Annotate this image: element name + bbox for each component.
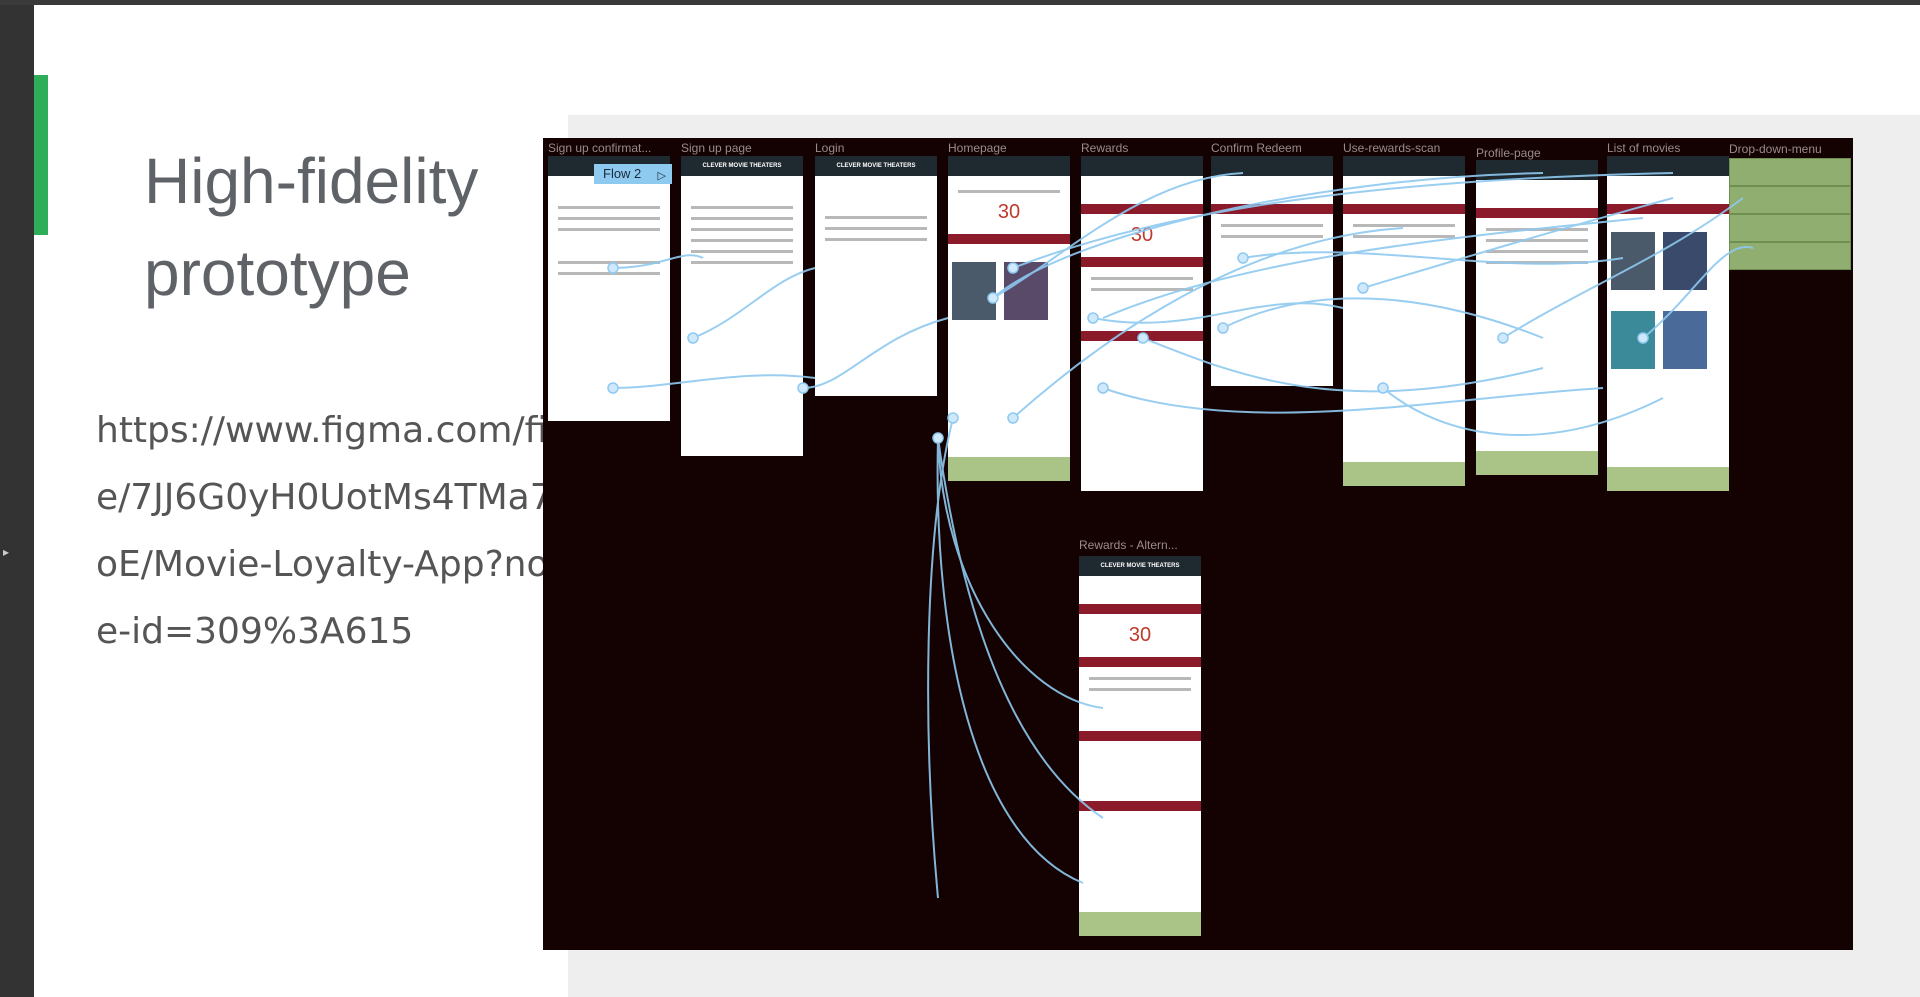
expand-arrow-icon[interactable]: ▸ (3, 545, 10, 559)
dropdown-item (1729, 158, 1851, 186)
screen-login: CLEVER MOVIE THEATERS (815, 156, 937, 396)
flow-tag-label: Flow 2 (603, 166, 642, 181)
accent-bar (34, 75, 48, 235)
screen-header (948, 156, 1070, 176)
screen-use-rewards (1343, 156, 1465, 486)
screen-header (1607, 156, 1729, 176)
figma-prototype-canvas: Sign up confirmat... Sign up page Login … (543, 138, 1853, 950)
screen-header: CLEVER MOVIE THEATERS (1079, 556, 1201, 576)
frame-label-confirm-redeem: Confirm Redeem (1211, 141, 1302, 155)
screen-header: CLEVER MOVIE THEATERS (681, 156, 803, 176)
screen-rewards-alt: CLEVER MOVIE THEATERS 30 (1079, 556, 1201, 936)
figma-link[interactable]: https://www.figma.com/file/7JJ6G0yH0UotM… (96, 410, 576, 652)
slide-title: High-fidelity prototype (144, 145, 479, 309)
frame-label-list-movies: List of movies (1607, 141, 1681, 155)
screen-signup-confirm (548, 156, 670, 421)
play-icon: ▷ (657, 170, 666, 182)
frame-label-signup-confirm: Sign up confirmat... (548, 141, 652, 155)
screen-signup: CLEVER MOVIE THEATERS (681, 156, 803, 456)
dropdown-item (1729, 186, 1851, 214)
frame-label-dropdown: Drop-down-menu (1729, 142, 1822, 156)
window-top-bar (0, 0, 1920, 5)
screen-header (1343, 156, 1465, 176)
screen-homepage: 30 (948, 156, 1070, 481)
frame-label-use-rewards: Use-rewards-scan (1343, 141, 1441, 155)
frame-label-homepage: Homepage (948, 141, 1007, 155)
frame-label-login: Login (815, 141, 845, 155)
flow-start-tag[interactable]: Flow 2 ▷ (594, 164, 672, 184)
screen-list-movies (1607, 156, 1729, 491)
dropdown-item (1729, 214, 1851, 242)
screen-header (1211, 156, 1333, 176)
frame-label-signup: Sign up page (681, 141, 752, 155)
prototype-connections (607, 172, 1754, 899)
frame-label-profile: Profile-page (1476, 146, 1541, 160)
frame-label-rewards: Rewards (1081, 141, 1129, 155)
points-value: 30 (1128, 624, 1152, 646)
frame-label-rewards-alt: Rewards - Altern... (1079, 538, 1178, 552)
screen-header (1081, 156, 1203, 176)
points-value: 30 (997, 201, 1021, 223)
screen-header: CLEVER MOVIE THEATERS (815, 156, 937, 176)
left-sidebar: ▸ (0, 5, 34, 997)
